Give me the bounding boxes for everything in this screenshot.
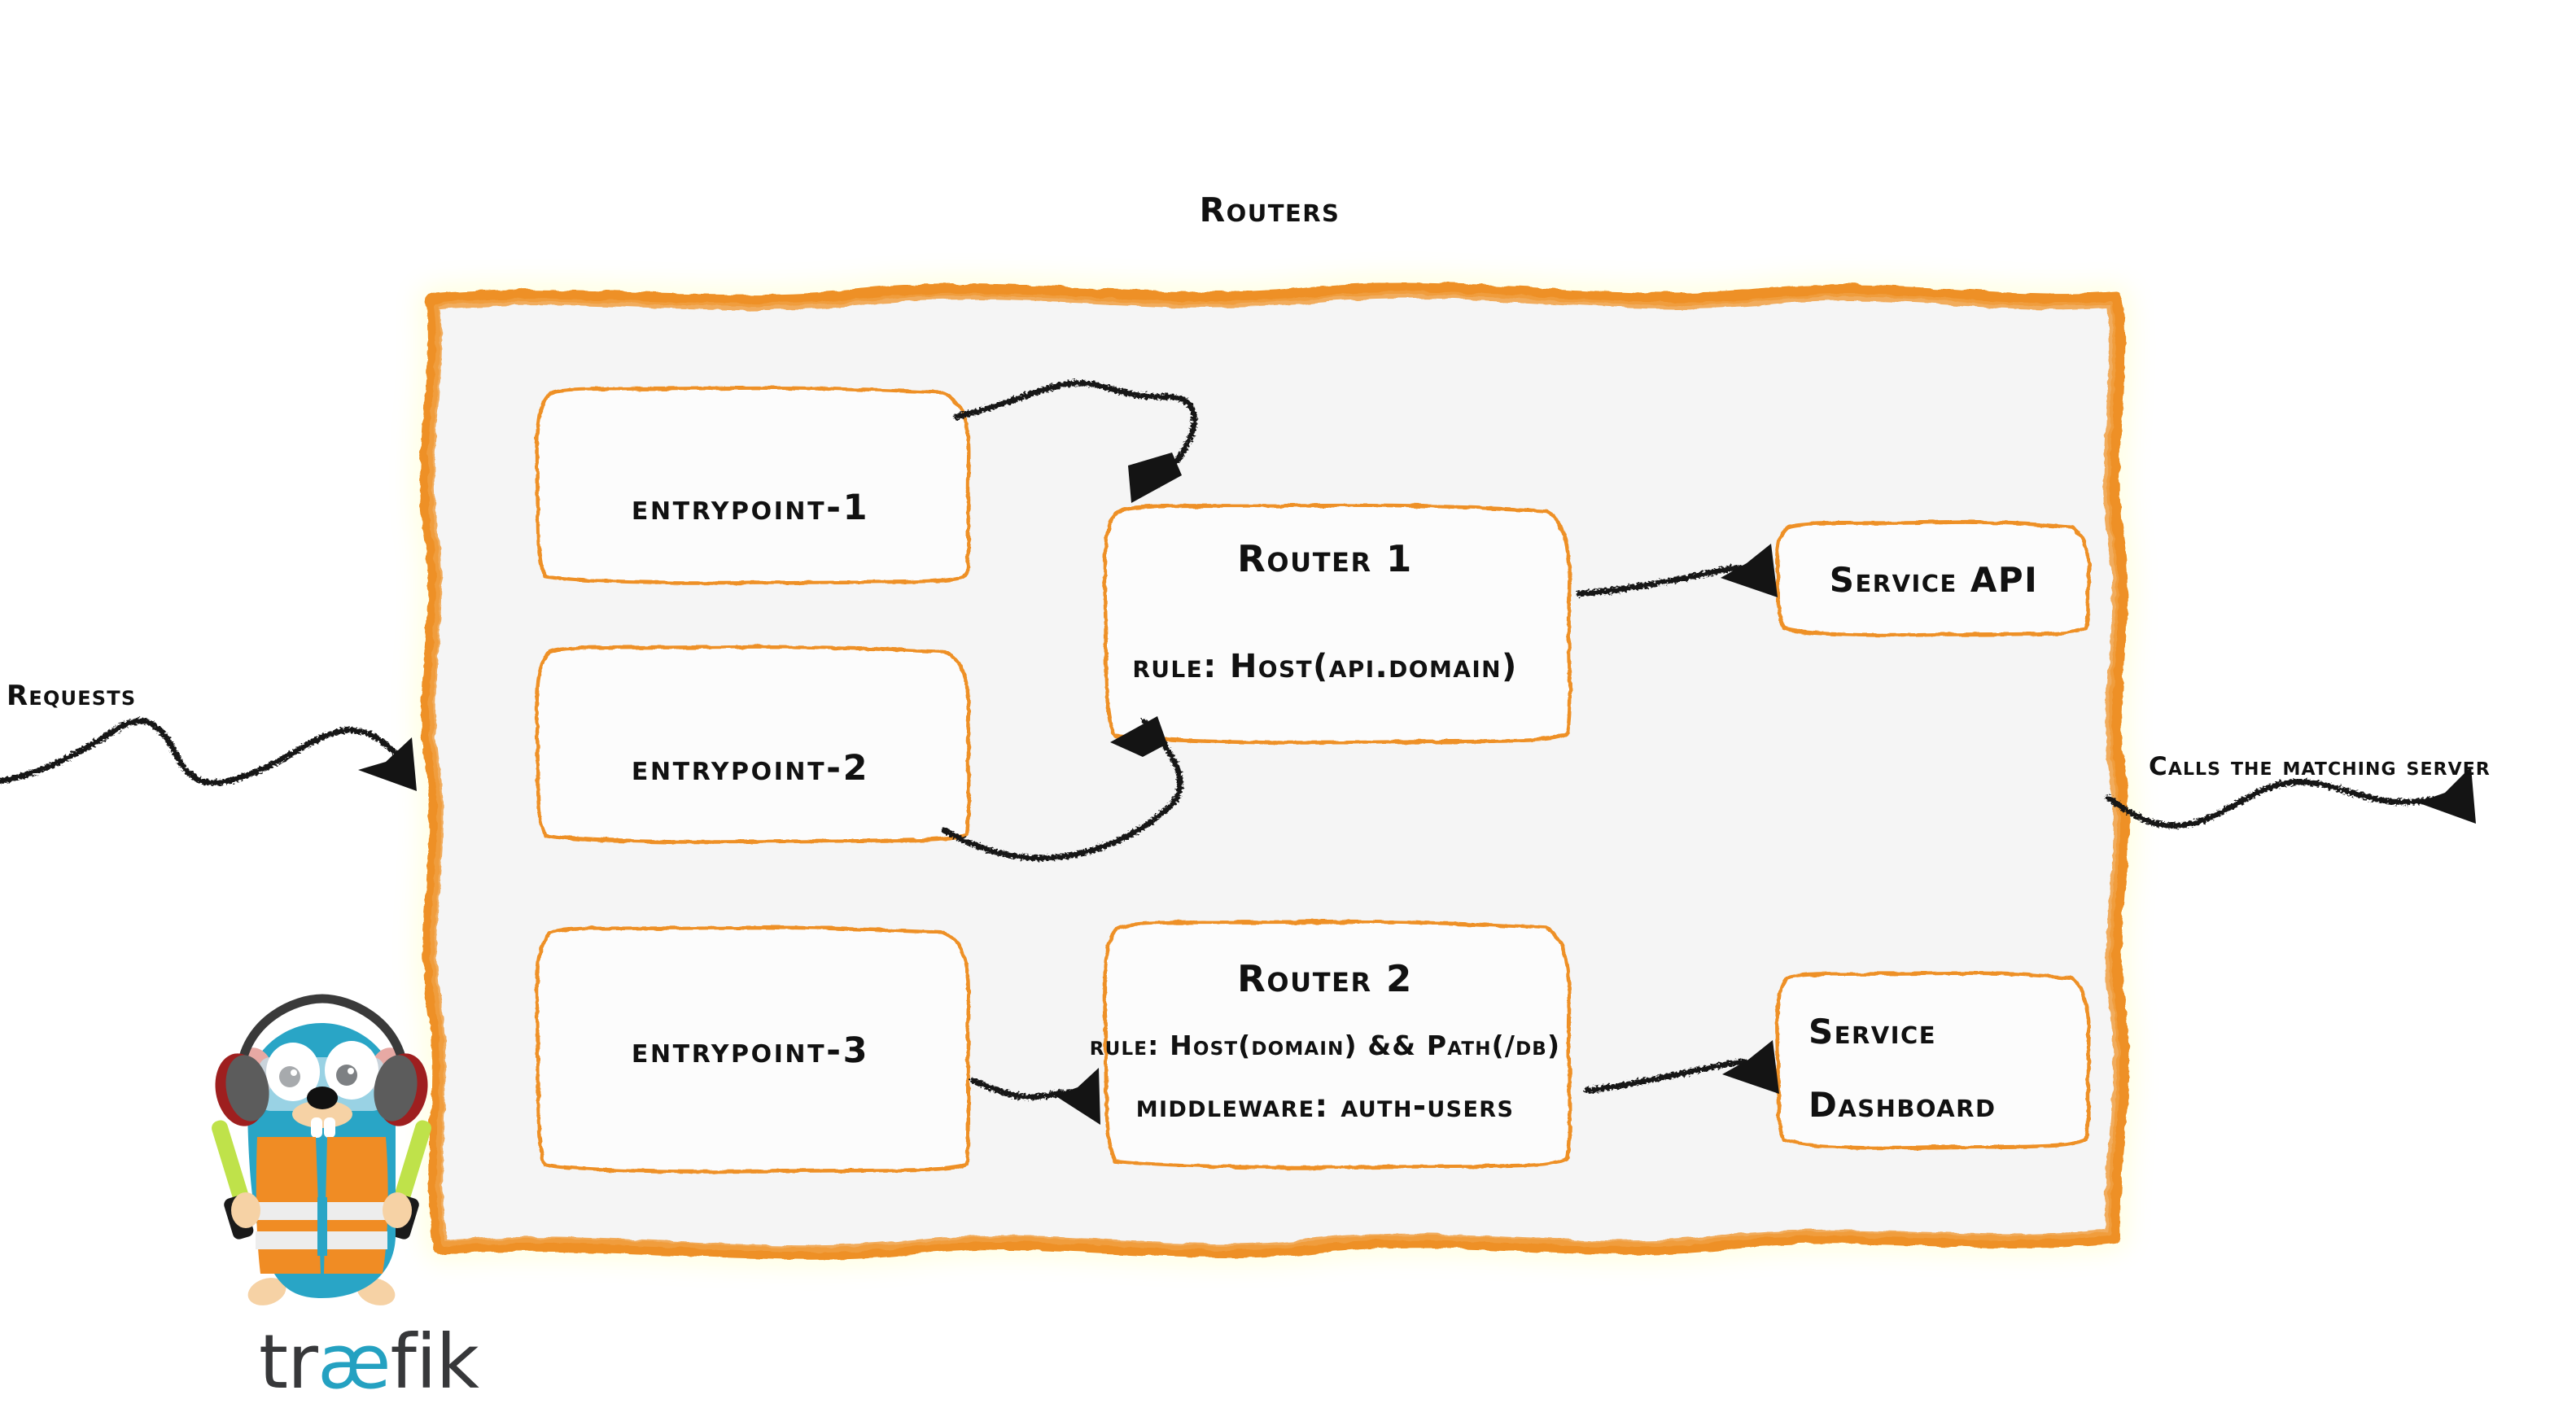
entrypoint-1-box[interactable] bbox=[535, 386, 971, 585]
panel-border-second-pass bbox=[427, 291, 2120, 1253]
arrow-ep2-to-router1 bbox=[941, 718, 1183, 861]
wordmark-ae-ligature: æ bbox=[317, 1318, 391, 1406]
entrypoint-3-label: entrypoint-3 bbox=[632, 1030, 869, 1071]
arrowhead-requests bbox=[358, 737, 417, 791]
panel-border bbox=[419, 282, 2130, 1260]
router-1-title: Router 1 bbox=[1237, 537, 1413, 580]
service-api-box[interactable] bbox=[1775, 520, 2091, 637]
arrowhead-ep2-router1 bbox=[1110, 716, 1167, 757]
arrow-ep1-to-router1 bbox=[953, 380, 1197, 488]
headphone-cup-left-icon bbox=[215, 1053, 269, 1126]
arrowhead-ep1-router1 bbox=[1128, 453, 1182, 503]
arrow-ep3-to-router2 bbox=[970, 1078, 1078, 1100]
service-dashboard-box[interactable] bbox=[1775, 971, 2091, 1150]
vest-center-gap-1 bbox=[317, 1197, 327, 1256]
wordmark-part-3: fik bbox=[390, 1318, 479, 1406]
wordmark-part-1: tr bbox=[259, 1318, 318, 1406]
router-2-title: Router 2 bbox=[1237, 957, 1413, 1000]
headphone-cup-right-icon bbox=[374, 1053, 428, 1126]
router-2-middleware: middleware: auth-users bbox=[1136, 1088, 1515, 1125]
entrypoint-2-box[interactable] bbox=[535, 645, 971, 844]
gopher-hand-right bbox=[383, 1192, 412, 1228]
gopher-foot-left bbox=[247, 1278, 286, 1305]
arrow-requests-to-panel bbox=[0, 718, 410, 786]
service-api-label: Service API bbox=[1830, 560, 2038, 600]
headphone-band-icon bbox=[236, 994, 409, 1073]
arrowhead-router1-serviceapi bbox=[1721, 544, 1778, 597]
gopher-hand-left bbox=[231, 1192, 260, 1228]
router-2-rule: rule: Host(domain) && Path(/db) bbox=[1090, 1030, 1560, 1061]
arrow-panel-to-outbound bbox=[2105, 779, 2469, 829]
router-1-rule: rule: Host(api.domain) bbox=[1132, 648, 1517, 685]
gopher-eye-glint-left bbox=[291, 1069, 297, 1076]
arrowhead-router2-dashboard bbox=[1722, 1040, 1779, 1094]
gopher-tooth-right bbox=[324, 1117, 335, 1138]
router-1-box[interactable] bbox=[1103, 503, 1572, 745]
page-title: Routers bbox=[1200, 190, 1340, 230]
gopher-eye-glint-right bbox=[348, 1068, 354, 1074]
router-2-box[interactable] bbox=[1103, 920, 1572, 1170]
entrypoint-1-label: entrypoint-1 bbox=[632, 488, 869, 528]
entrypoint-2-label: entrypoint-2 bbox=[632, 748, 869, 789]
gopher-nose bbox=[307, 1087, 338, 1109]
service-dashboard-label-line-2: Dashboard bbox=[1808, 1085, 1997, 1125]
outbound-annotation: Calls the matching server bbox=[2149, 752, 2491, 781]
arrowhead-ep3-router2 bbox=[1055, 1068, 1100, 1125]
gopher-muzzle bbox=[292, 1100, 352, 1128]
entrypoint-3-box[interactable] bbox=[535, 925, 971, 1174]
inbound-annotation: Requests bbox=[7, 680, 136, 712]
arrowhead-outbound bbox=[2417, 767, 2476, 824]
gopher-tooth-left bbox=[311, 1117, 322, 1138]
traefik-wordmark: træfik bbox=[259, 1325, 479, 1400]
service-dashboard-label-line-1: Service bbox=[1808, 1012, 1936, 1052]
